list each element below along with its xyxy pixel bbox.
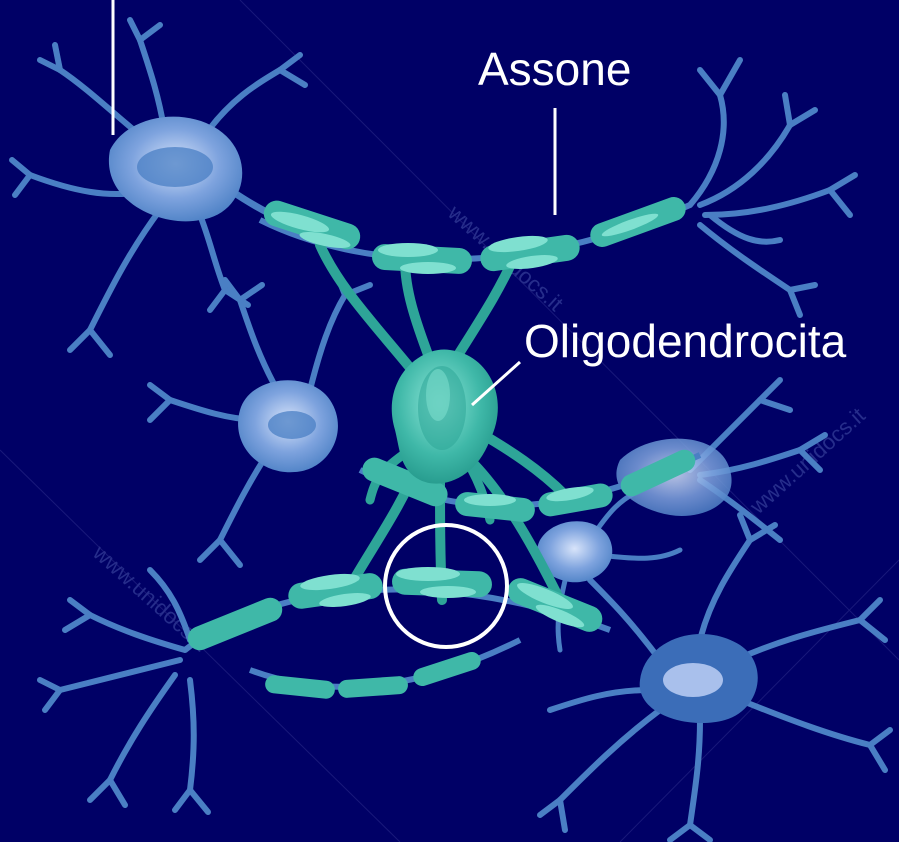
myelin-sheath-icon bbox=[536, 482, 614, 519]
oligodendrocyte-label: Oligodendrocita bbox=[524, 318, 846, 364]
neuron-cell-icon bbox=[238, 380, 338, 472]
myelin-sheath-icon bbox=[371, 243, 472, 275]
myelin-sheath-icon bbox=[184, 594, 286, 654]
myelin-sheath-icon bbox=[337, 676, 408, 699]
neuron-cell-icon bbox=[109, 117, 242, 222]
myelin-sheath-icon bbox=[264, 674, 335, 699]
neuron-cell-icon bbox=[640, 634, 758, 723]
myelin-sheath-icon bbox=[260, 197, 363, 253]
myelin-sheath-icon bbox=[479, 233, 582, 273]
myelin-sheath-icon bbox=[454, 491, 536, 523]
axon-label: Assone bbox=[478, 46, 631, 92]
oligodendrocyte-cell-icon bbox=[392, 350, 498, 484]
myelin-sheath-icon bbox=[587, 194, 689, 251]
myelin-sheath-icon bbox=[287, 571, 385, 611]
myelin-sheath-icon bbox=[392, 567, 493, 598]
myelin-sheath-icon bbox=[411, 650, 483, 689]
